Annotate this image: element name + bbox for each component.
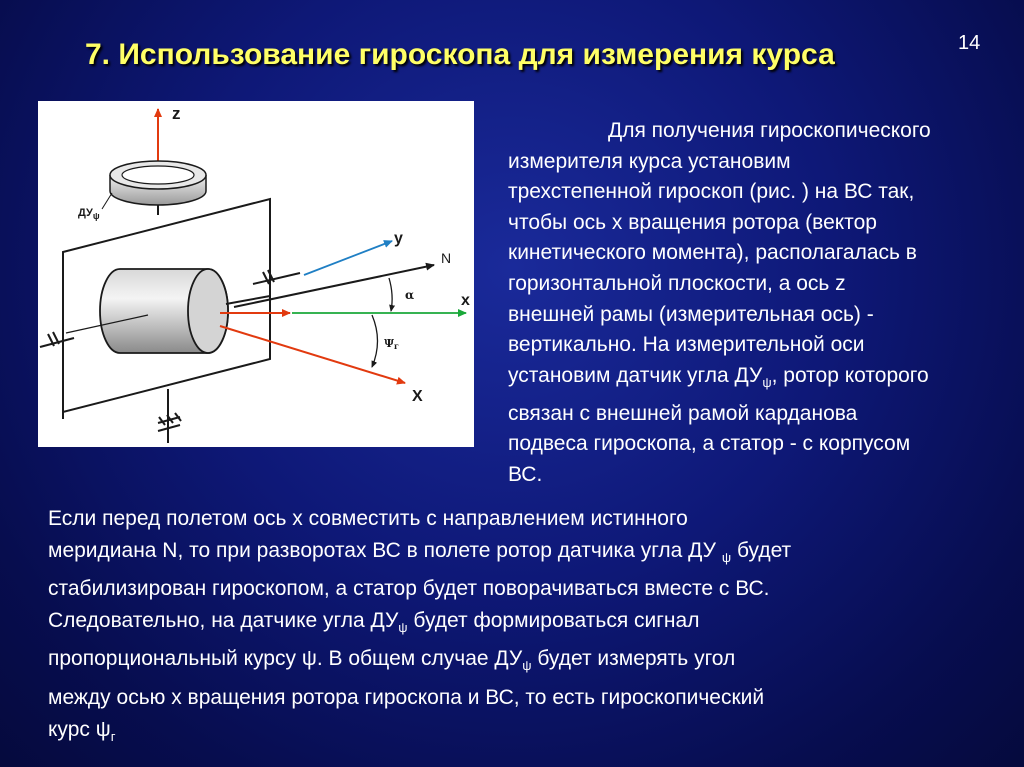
gyroscope-diagram: z ДУψ	[38, 101, 474, 447]
outer-frame	[62, 197, 271, 419]
label-n: N	[441, 250, 451, 266]
alpha-angle-arc	[388, 277, 396, 312]
page-number: 14	[958, 32, 981, 54]
svg-text:Ψг: Ψг	[384, 337, 399, 351]
label-x-big: X	[412, 388, 423, 405]
y-axis-arrow	[303, 240, 393, 276]
slide-title: 7. Использование гироскопа для измерения…	[85, 38, 835, 71]
rotor-cylinder	[65, 268, 229, 354]
label-psi: Ψ	[384, 337, 394, 350]
label-du-sub: ψ	[93, 211, 100, 221]
bottom-pivot	[157, 389, 182, 443]
label-x-small: x	[461, 292, 470, 309]
bottom-paragraph: Если перед полетом ось x совместить с на…	[48, 507, 792, 744]
right-paragraph: Для получения гироскопического измерител…	[508, 119, 931, 486]
angle-sensor-ring	[109, 160, 207, 206]
label-z: z	[172, 104, 181, 123]
body-x-axis-arrow	[219, 325, 406, 385]
label-du: ДУ	[78, 207, 93, 219]
right-bearing	[252, 269, 301, 285]
left-bearing	[39, 331, 75, 348]
svg-text:ДУψ: ДУψ	[78, 207, 100, 221]
label-y: y	[394, 230, 403, 247]
label-psi-sub: г	[394, 341, 399, 351]
psi-angle-arc	[371, 314, 379, 368]
north-arrow	[233, 262, 435, 308]
label-alpha: α	[405, 288, 414, 302]
